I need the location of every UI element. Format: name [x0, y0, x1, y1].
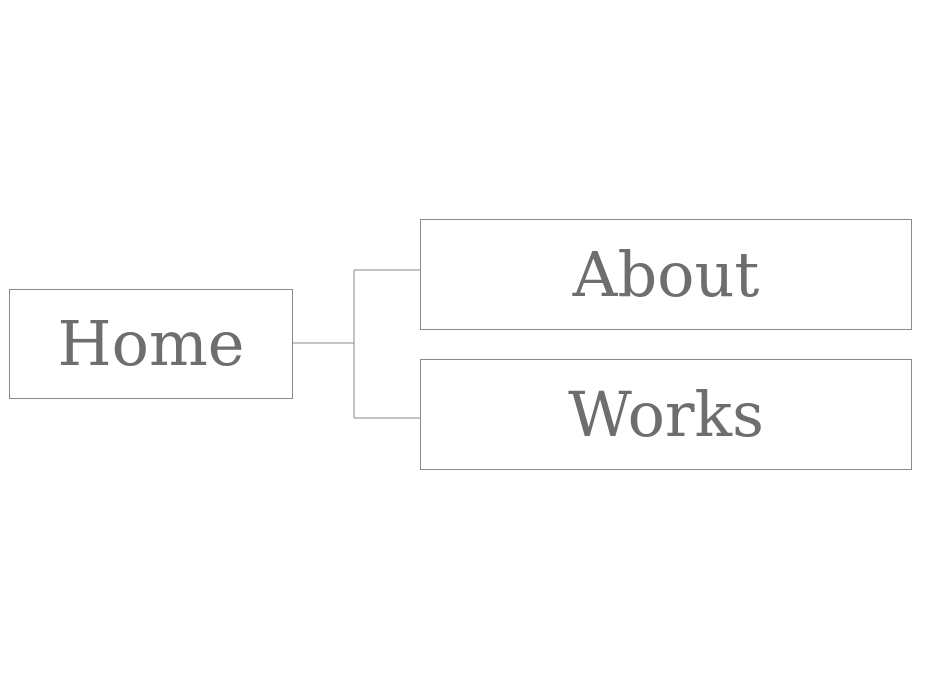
about-node[interactable]: About	[420, 219, 912, 330]
works-node[interactable]: Works	[420, 359, 912, 470]
about-label: About	[572, 237, 760, 311]
home-node[interactable]: Home	[9, 289, 293, 399]
home-label: Home	[57, 307, 245, 380]
works-label: Works	[568, 377, 764, 451]
